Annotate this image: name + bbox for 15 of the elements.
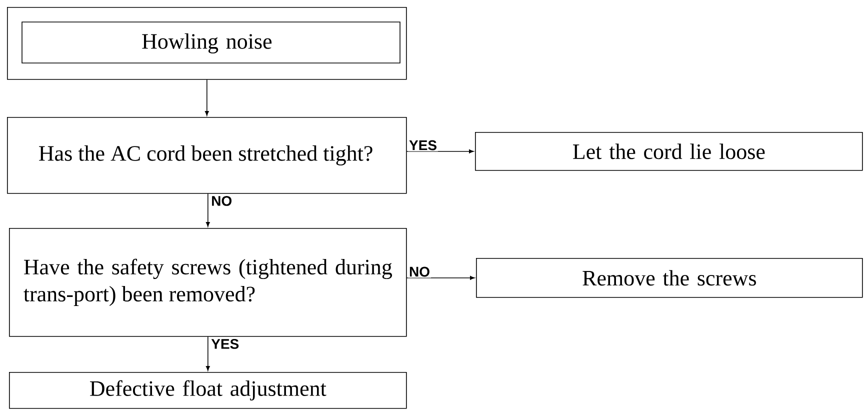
arrow <box>406 276 475 280</box>
decision-box: Have the safety screws (tightened during trans-port) been removed? <box>9 228 407 337</box>
action-box: Remove the screws <box>476 258 863 298</box>
edge-label: NO <box>210 195 234 207</box>
edge-label: YES <box>210 338 240 350</box>
action-box: Let the cord lie loose <box>475 132 863 171</box>
decision-box: Has the AC cord been stretched tight? <box>7 117 407 194</box>
arrow <box>406 149 474 154</box>
edge-label: YES <box>408 139 438 152</box>
action-box: Defective float adjustment <box>9 372 407 409</box>
start-box: Howling noise <box>7 7 407 80</box>
edge-label: NO <box>408 266 431 278</box>
arrow <box>206 193 210 227</box>
arrow <box>204 79 209 116</box>
arrow <box>206 336 210 371</box>
